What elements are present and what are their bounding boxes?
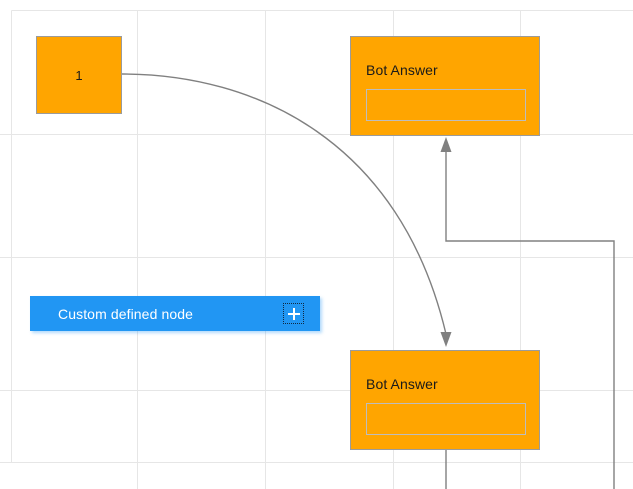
custom-defined-node-label: Custom defined node xyxy=(58,305,193,322)
edge-start-to-bot-bottom[interactable] xyxy=(121,73,452,347)
node-bot-answer-bottom[interactable]: Bot Answer xyxy=(350,350,540,450)
plus-icon-vertical xyxy=(293,308,295,320)
node-start[interactable]: 1 xyxy=(36,36,122,114)
node-bot-answer-top[interactable]: Bot Answer xyxy=(350,36,540,136)
node-bot-answer-bottom-title: Bot Answer xyxy=(366,376,438,392)
custom-defined-node-bar[interactable]: Custom defined node xyxy=(30,296,320,331)
plus-icon[interactable] xyxy=(283,303,304,324)
node-bot-answer-bottom-slot[interactable] xyxy=(366,403,526,435)
node-bot-answer-top-slot[interactable] xyxy=(366,89,526,121)
node-bot-answer-top-title: Bot Answer xyxy=(366,62,438,78)
node-start-label: 1 xyxy=(75,67,83,83)
edge-loop-to-bot-top[interactable] xyxy=(440,137,615,489)
